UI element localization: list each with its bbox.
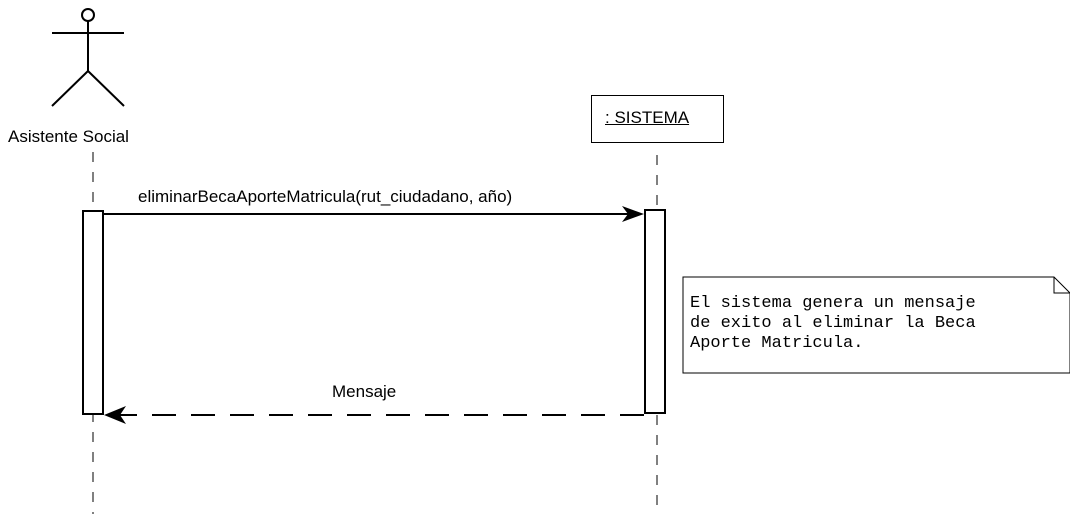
call-message-label: eliminarBecaAporteMatricula(rut_ciudadan… (138, 187, 513, 206)
note-line: El sistema genera un mensaje (690, 294, 976, 313)
return-message-arrow (104, 406, 644, 424)
call-message-arrow (104, 206, 644, 222)
note-text: El sistema genera un mensaje de exito al… (690, 294, 976, 354)
actor-label: Asistente Social (8, 127, 129, 146)
system-activation-bar (644, 209, 666, 414)
note-line: Aporte Matricula. (690, 334, 864, 353)
system-object-label: : SISTEMA (605, 108, 690, 127)
note-line: de exito al eliminar la Beca (690, 314, 976, 333)
return-message-label: Mensaje (332, 382, 397, 401)
system-object-box (591, 95, 724, 143)
note-box (682, 276, 1070, 374)
actor-stick-figure-icon (51, 8, 125, 107)
actor-activation-bar (82, 210, 104, 415)
